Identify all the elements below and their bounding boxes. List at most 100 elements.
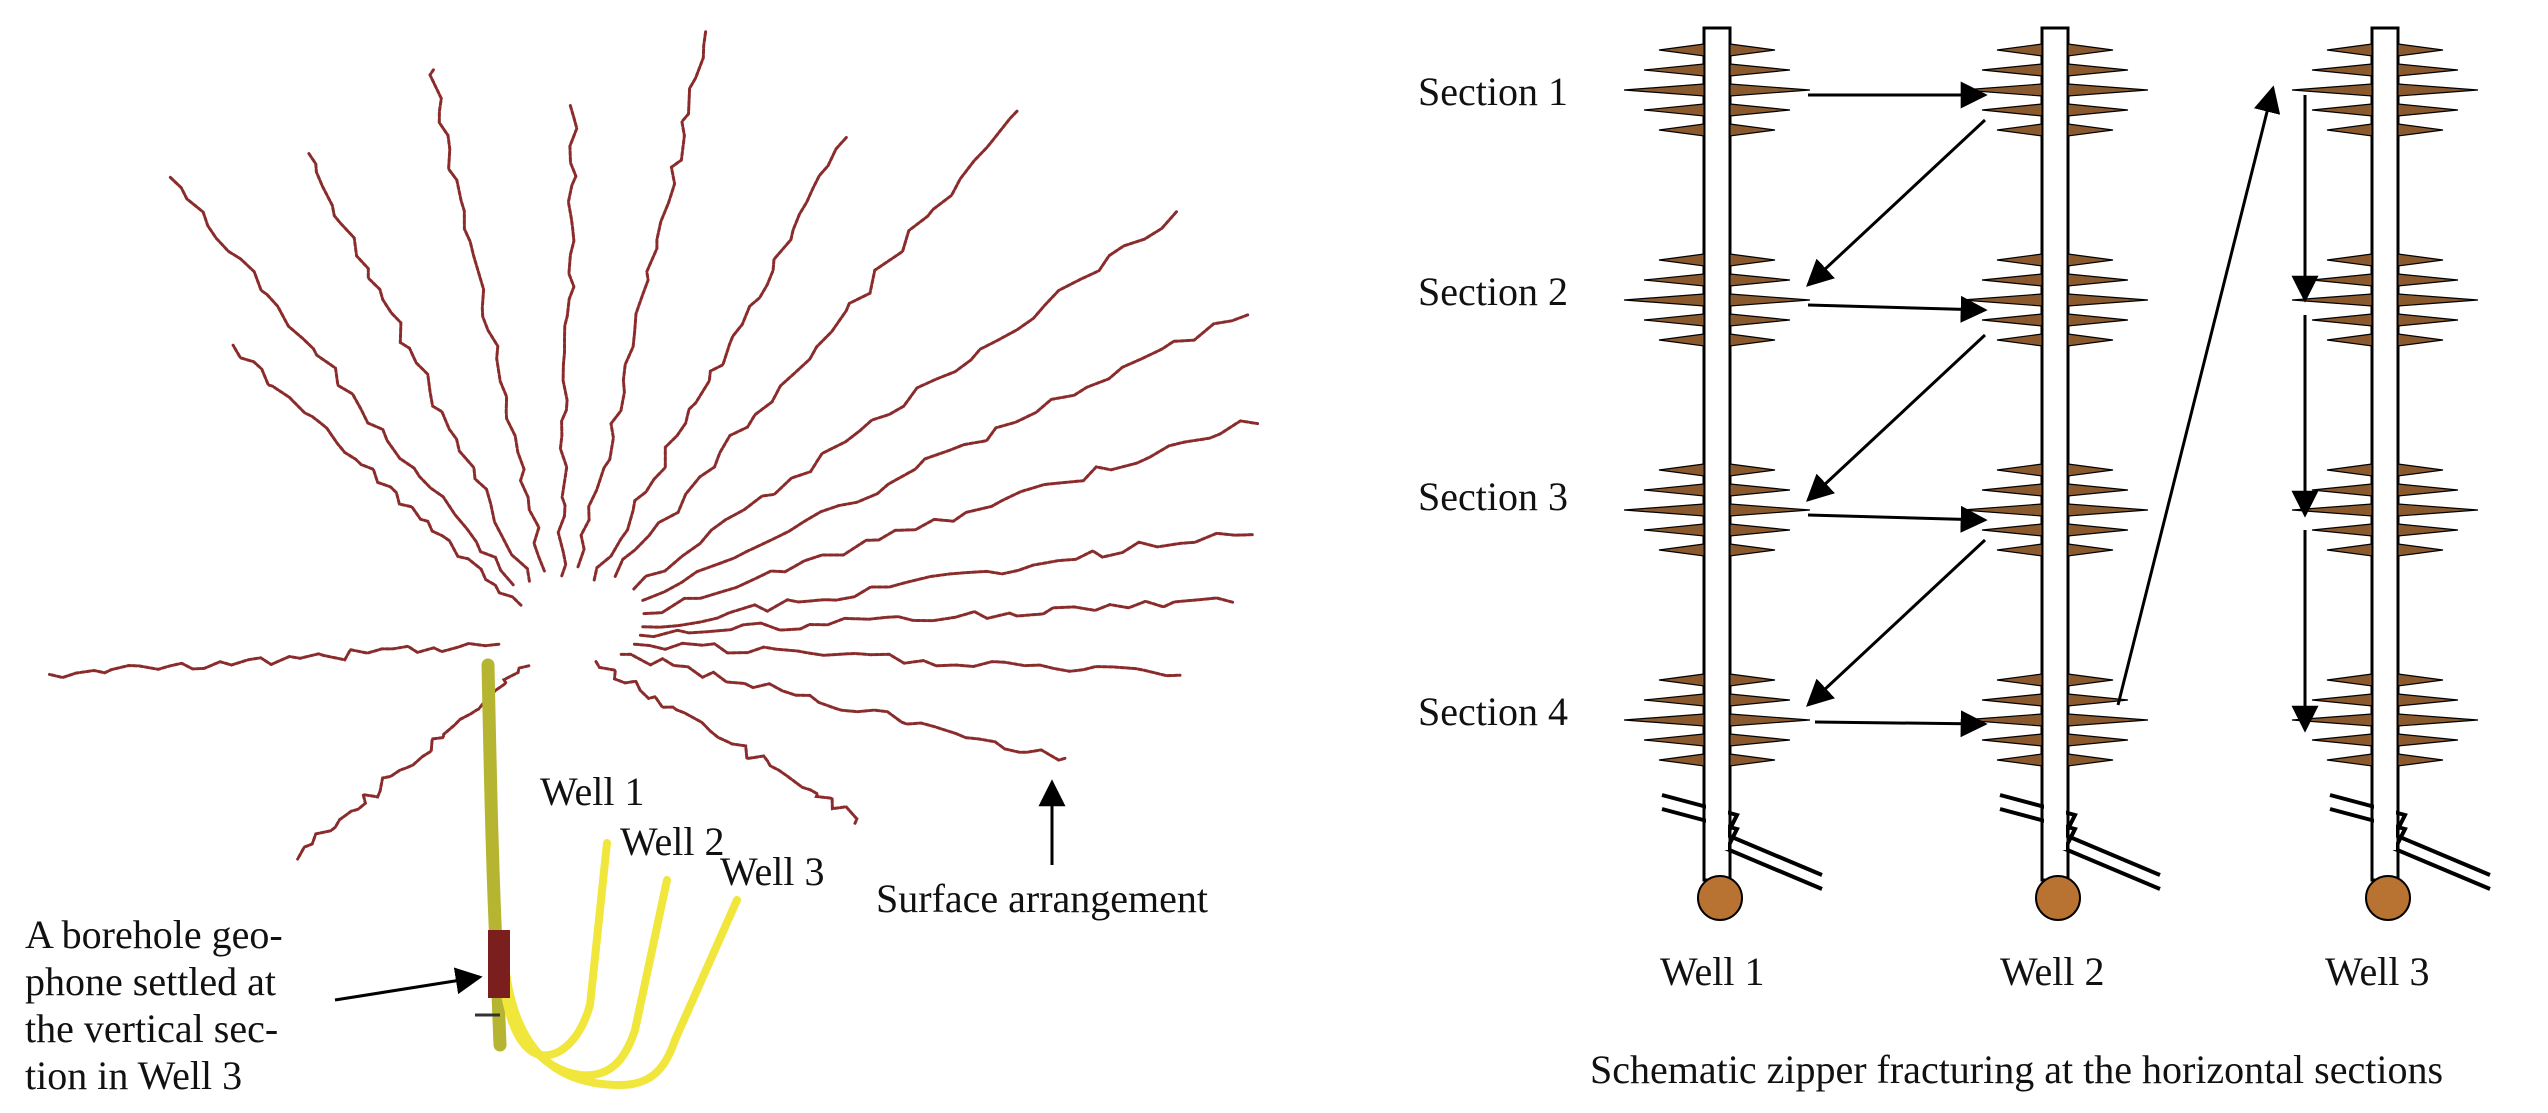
- fracture-wing-left: [1996, 673, 2043, 687]
- casing-gap: [2374, 800, 2396, 850]
- surface-array-line: [592, 135, 849, 582]
- fracture-wing-left: [2326, 333, 2373, 347]
- fracture-wing-right: [2397, 313, 2459, 327]
- seq-arrow-s2-w1-to-w2: [1807, 295, 1988, 323]
- wellbore-casing: [2370, 26, 2400, 882]
- fracture-wing-right: [1729, 713, 1811, 727]
- fracture-wing-right: [2067, 483, 2129, 497]
- fracture-wing-left: [1996, 43, 2043, 57]
- fracture-wing-right: [1729, 503, 1811, 517]
- fracture-wing-left: [1658, 333, 1705, 347]
- surface-array-line: [556, 103, 579, 578]
- fracture-wing-right: [1729, 543, 1776, 557]
- fracture-wing-left: [1981, 693, 2043, 707]
- fracture-wing-left: [1643, 313, 1705, 327]
- well-3-bottom-label: Well 3: [2325, 949, 2430, 994]
- fracture-wing-right: [2067, 753, 2114, 767]
- fracture-wing-right: [2067, 293, 2149, 307]
- fracture-wing-left: [1643, 483, 1705, 497]
- fracture-wing-left: [1643, 693, 1705, 707]
- fracture-wing-right: [1729, 273, 1791, 287]
- fracture-wing-left: [1996, 123, 2043, 137]
- zipper-fracturing-schematic: Section 1 Section 2 Section 3 Section 4 …: [1418, 26, 2491, 1092]
- fracture-wing-left: [1658, 753, 1705, 767]
- well-2-label: Well 2: [620, 819, 725, 864]
- fracture-wing-left: [2291, 713, 2373, 727]
- fracture-wing-left: [1981, 523, 2043, 537]
- geophone-label-line-1: A borehole geo-: [25, 912, 283, 957]
- fracture-wing-right: [1729, 313, 1791, 327]
- fracture-wing-right: [1729, 63, 1791, 77]
- geophone-annotation: A borehole geo- phone settled at the ver…: [25, 912, 483, 1098]
- fracture-wing-left: [1658, 123, 1705, 137]
- fracture-wing-left: [1981, 273, 2043, 287]
- fracture-wing-right: [2067, 673, 2114, 687]
- fracture-wing-right: [2067, 43, 2114, 57]
- fracture-wing-left: [1623, 293, 1705, 307]
- fracture-wing-right: [1729, 483, 1791, 497]
- fracture-wing-right: [2067, 313, 2129, 327]
- heel-break-line: [1999, 807, 2161, 891]
- fracture-wing-left: [1961, 713, 2043, 727]
- fracture-wing-right: [1729, 523, 1791, 537]
- well-3-trajectory: [501, 896, 741, 1090]
- fracture-wing-left: [1643, 273, 1705, 287]
- fracture-wing-left: [1658, 543, 1705, 557]
- fracture-wing-right: [2397, 543, 2444, 557]
- surface-array-line: [642, 419, 1260, 616]
- fracture-wing-right: [2397, 123, 2444, 137]
- geophone-label-line-3: the vertical sec-: [25, 1006, 278, 1051]
- well-1-label: Well 1: [540, 769, 645, 814]
- well-2-bottom-label: Well 2: [2000, 949, 2105, 994]
- seq-arrow-s3-w1-to-w2: [1807, 505, 1988, 533]
- well-2-schematic: [1961, 26, 2161, 921]
- fracture-wing-right: [2397, 693, 2459, 707]
- casing-gap: [2044, 800, 2066, 850]
- well-1-bottom-label: Well 1: [1660, 949, 1765, 994]
- fracture-wing-right: [2067, 463, 2114, 477]
- borehole-geophone: [488, 930, 510, 998]
- fracture-wing-left: [1658, 253, 1705, 267]
- fracture-wing-left: [1623, 83, 1705, 97]
- fracture-wing-right: [2397, 43, 2444, 57]
- fracture-wing-right: [2067, 123, 2114, 137]
- heel-break-line: [1661, 807, 1823, 891]
- surface-array-line: [576, 28, 708, 569]
- fracture-wing-right: [2067, 713, 2149, 727]
- fracture-wing-right: [2397, 673, 2444, 687]
- fracture-wing-left: [1961, 293, 2043, 307]
- heel-break-line: [2329, 807, 2491, 891]
- fracture-wing-right: [1729, 123, 1776, 137]
- well-3-label: Well 3: [720, 849, 825, 894]
- surface-array-line: [638, 596, 1236, 639]
- horizontal-wells: [496, 839, 741, 1090]
- fracture-wing-right: [2067, 523, 2129, 537]
- section-labels: Section 1 Section 2 Section 3 Section 4: [1418, 69, 1568, 734]
- well-toe-marker: [2035, 875, 2081, 921]
- geophone-pointer-arrow: [334, 967, 483, 1002]
- section-4-label: Section 4: [1418, 689, 1568, 734]
- fracture-wing-right: [2397, 83, 2479, 97]
- wellbore-casing: [1702, 26, 1732, 882]
- fracture-wing-right: [1729, 673, 1776, 687]
- fracture-wing-left: [1981, 313, 2043, 327]
- fracture-wing-right: [2397, 253, 2444, 267]
- fracture-wing-right: [1729, 103, 1791, 117]
- surface-array-line: [632, 209, 1179, 591]
- fracture-wing-right: [2397, 503, 2479, 517]
- surface-array-line: [641, 313, 1250, 602]
- fracture-wing-left: [1643, 733, 1705, 747]
- heel-break-line: [2329, 793, 2491, 877]
- surface-array-line: [619, 652, 1068, 762]
- fracture-wing-right: [2397, 753, 2444, 767]
- fracture-wing-left: [1658, 463, 1705, 477]
- fracture-wing-right: [2067, 83, 2149, 97]
- fracture-wing-left: [2311, 693, 2373, 707]
- fracture-wing-left: [1996, 463, 2043, 477]
- fracture-wing-right: [2397, 293, 2479, 307]
- well-schematics: [1623, 26, 2491, 921]
- fracture-wing-right: [1729, 43, 1776, 57]
- wellbore-casing: [2040, 26, 2070, 882]
- fracture-wing-right: [1729, 733, 1791, 747]
